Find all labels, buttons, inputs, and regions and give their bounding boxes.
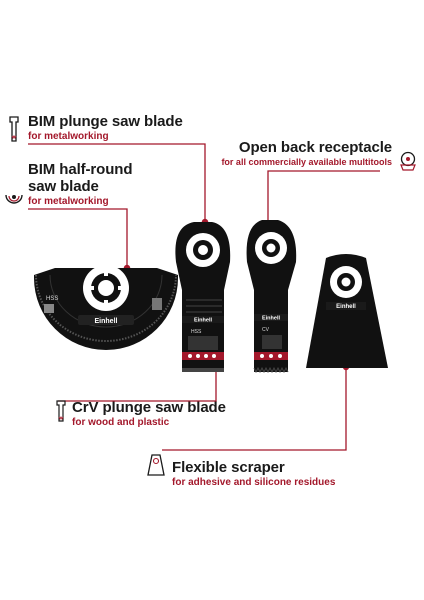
half-round-blade-icon: [5, 194, 23, 204]
callout-title: Flexible scraper: [172, 459, 285, 476]
leader-crv-plunge: [58, 366, 217, 402]
leader-half-round: [28, 208, 128, 268]
leader-scraper: [162, 367, 347, 451]
callout-subtitle: for all commercially available multitool…: [221, 157, 392, 167]
scraper-brand: Einhell: [336, 304, 356, 310]
plunge-blade-icon: [56, 400, 66, 422]
callout-subtitle: for wood and plastic: [72, 417, 170, 428]
callout-title: BIM plunge saw blade: [28, 113, 183, 130]
callout-title-line2: saw blade: [28, 178, 99, 195]
callout-bim-half-round: BIM half-round saw blade for metalworkin…: [28, 161, 133, 208]
half-round-blade: Einhell HSS: [34, 265, 178, 350]
callout-bim-plunge: BIM plunge saw blade for metalworking: [28, 113, 183, 143]
callout-open-back: Open back receptacle for all commerciall…: [214, 139, 392, 169]
callout-title: CrV plunge saw blade: [72, 399, 226, 416]
crv-brand: Einhell: [262, 316, 281, 322]
half-round-brand: Einhell: [95, 318, 118, 325]
plunge-blade-icon: [9, 116, 19, 142]
bim-brand: Einhell: [194, 318, 213, 324]
callout-scraper: Flexible scraper for adhesive and silico…: [172, 459, 335, 489]
callout-title: Open back receptacle: [238, 139, 392, 156]
callout-subtitle: for metalworking: [28, 196, 109, 207]
flexible-scraper: Einhell: [306, 254, 388, 368]
callout-subtitle: for adhesive and silicone residues: [172, 477, 336, 488]
callout-crv-plunge: CrV plunge saw blade for wood and plasti…: [72, 399, 226, 429]
crv-mark: CV: [262, 327, 270, 333]
callout-subtitle: for metalworking: [28, 131, 109, 142]
leader-bim-plunge: [28, 143, 206, 222]
half-round-mark: HSS: [46, 296, 58, 302]
bim-plunge-blade: Einhell HSS: [175, 222, 231, 372]
crv-plunge-blade: Einhell CV: [246, 220, 297, 374]
bim-mark: HSS: [191, 329, 202, 335]
callout-title-line1: BIM half-round: [28, 161, 133, 178]
scraper-icon: [147, 454, 165, 476]
multitool-receptacle-icon: [400, 151, 416, 171]
